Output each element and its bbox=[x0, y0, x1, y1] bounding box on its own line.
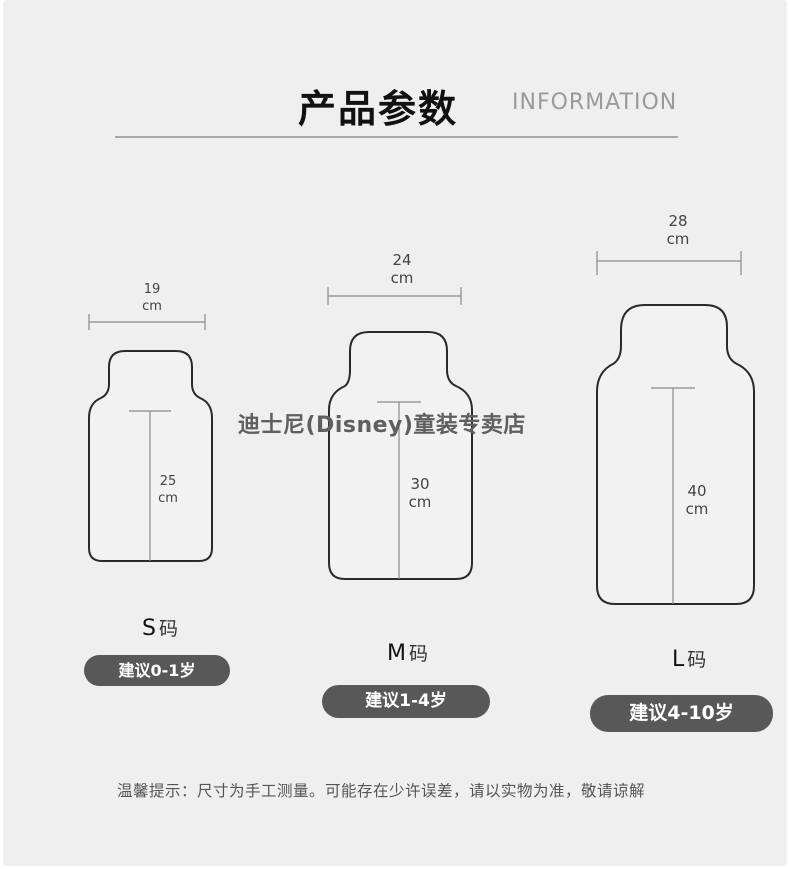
length-unit-m: cm bbox=[408, 493, 432, 511]
page-subtitle: INFORMATION bbox=[512, 90, 678, 115]
age-badge-l: 建议4-10岁 bbox=[590, 695, 773, 732]
width-unit-s: cm bbox=[142, 299, 162, 314]
width-value-s: 19 cm bbox=[137, 281, 167, 315]
size-ma-l: 码 bbox=[687, 649, 707, 671]
width-number-s: 19 bbox=[143, 282, 161, 297]
width-unit-l: cm bbox=[666, 230, 690, 248]
page-title: 产品参数 bbox=[298, 87, 459, 131]
length-line-m bbox=[377, 401, 421, 579]
age-badge-s: 建议0-1岁 bbox=[84, 655, 230, 686]
title-divider bbox=[115, 136, 678, 138]
size-letter-m: M bbox=[387, 641, 406, 666]
length-unit-s: cm bbox=[158, 491, 178, 506]
length-number-m: 30 bbox=[410, 475, 430, 493]
bag-outline-m bbox=[328, 331, 473, 580]
age-badge-m: 建议1-4岁 bbox=[322, 685, 490, 718]
size-letter-s: S bbox=[142, 616, 156, 641]
size-ma-m: 码 bbox=[408, 643, 428, 665]
store-watermark: 迪士尼(Disney)童装专卖店 bbox=[238, 413, 526, 438]
length-line-l bbox=[651, 387, 695, 604]
length-line-s bbox=[129, 410, 171, 561]
width-line-s bbox=[88, 314, 206, 330]
width-number-m: 24 bbox=[392, 251, 412, 269]
width-value-l: 28 cm bbox=[660, 212, 696, 248]
width-line-l bbox=[596, 251, 742, 275]
length-value-s: 25 cm bbox=[153, 473, 183, 507]
measurement-note: 温馨提示：尺寸为手工测量。可能存在少许误差，请以实物为准，敬请谅解 bbox=[117, 782, 646, 800]
length-value-m: 30 cm bbox=[402, 475, 438, 511]
length-value-l: 40 cm bbox=[677, 482, 717, 518]
width-unit-m: cm bbox=[390, 269, 414, 287]
length-unit-l: cm bbox=[685, 500, 709, 518]
length-number-s: 25 bbox=[159, 474, 177, 489]
size-letter-l: L bbox=[672, 647, 685, 672]
bag-outline-l bbox=[596, 304, 755, 605]
width-number-l: 28 bbox=[668, 212, 688, 230]
size-ma-s: 码 bbox=[158, 618, 178, 640]
width-line-m bbox=[327, 287, 462, 305]
width-value-m: 24 cm bbox=[385, 251, 419, 287]
length-number-l: 40 bbox=[687, 482, 707, 500]
